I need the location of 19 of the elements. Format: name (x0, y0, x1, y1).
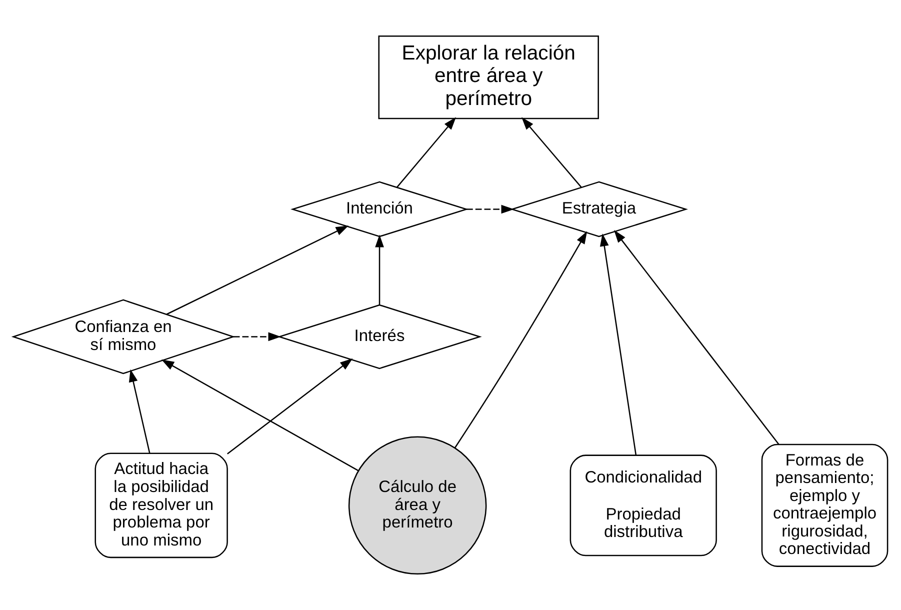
arrow (227, 358, 353, 454)
node-box: Explorar la relación entre área y perímetro (378, 35, 599, 120)
node-box: Actitud hacia la posibilidad de resolver un problema por uno mismo (94, 452, 228, 558)
node-diamond: Confianza en sí mismo (11, 299, 236, 374)
node-diamond: Estrategia (510, 181, 688, 238)
arrow (161, 360, 359, 472)
arrow (522, 117, 582, 188)
node-circle: Cálculo de área y perímetro (348, 436, 487, 575)
arrow (128, 369, 150, 454)
arrow (600, 234, 637, 456)
arrow (466, 204, 514, 214)
arrow (396, 117, 456, 188)
arrow (454, 231, 588, 448)
node-box: Condicionalidad Propiedad distributiva (570, 454, 717, 556)
node-box: Formas de pensamiento; ejemplo y contraejemplo rigurosidad, conectividad (761, 444, 888, 567)
arrow (166, 226, 349, 315)
arrow (233, 332, 281, 342)
arrow (375, 234, 384, 305)
arrow (614, 230, 780, 445)
